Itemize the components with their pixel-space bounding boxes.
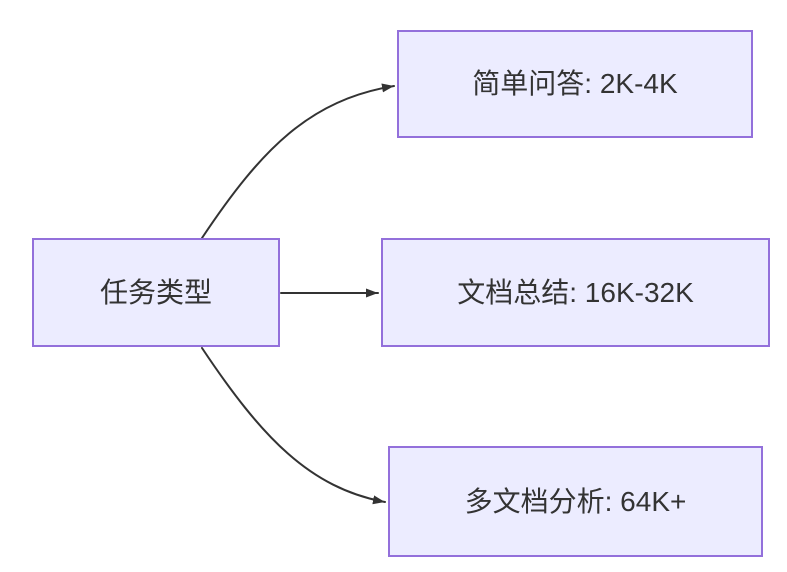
node-doc-summary: 文档总结: 16K-32K <box>381 238 770 347</box>
node-multi-doc: 多文档分析: 64K+ <box>388 446 763 557</box>
edge-task-type-to-simple-qa <box>201 83 395 239</box>
edge-task-type-to-multi-doc <box>201 347 386 505</box>
node-task-type: 任务类型 <box>32 238 280 347</box>
node-simple-qa: 简单问答: 2K-4K <box>397 30 753 138</box>
